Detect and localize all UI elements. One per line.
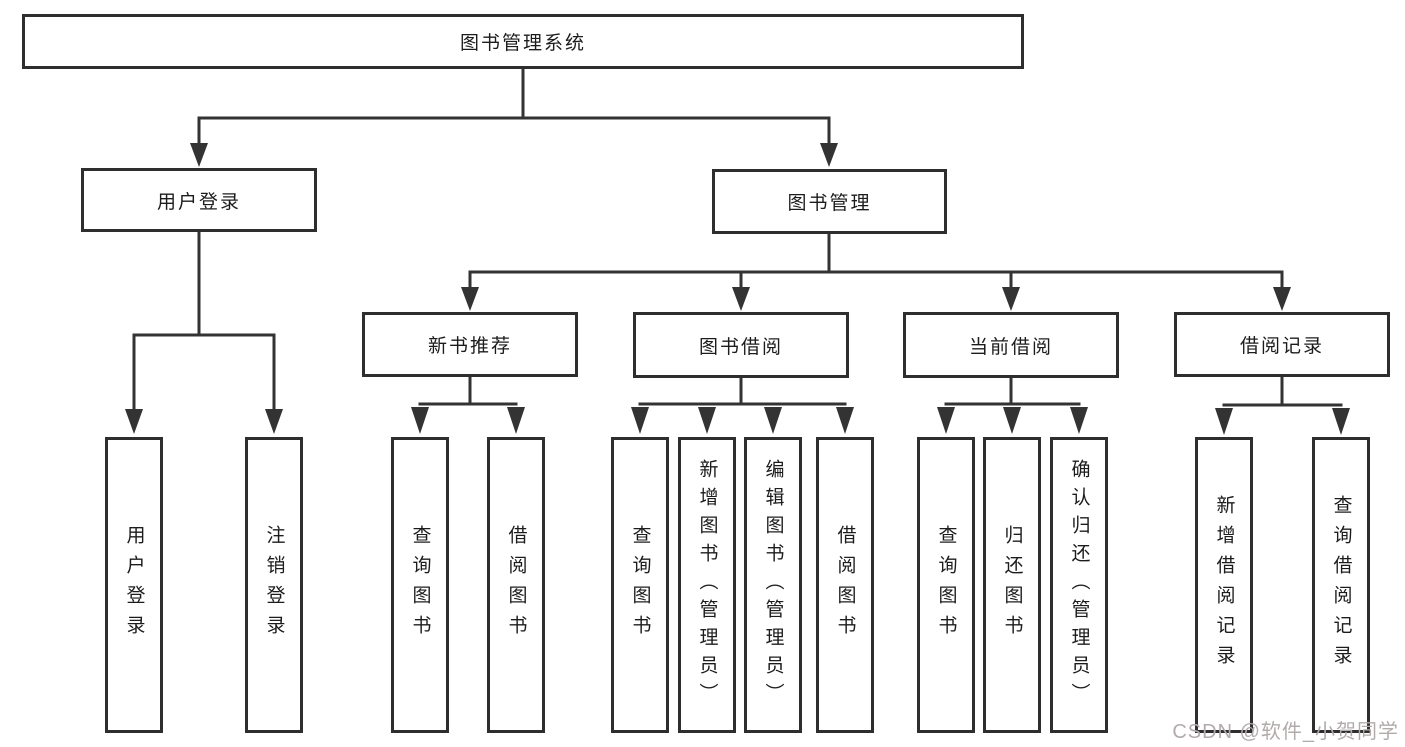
- leaf-user-login-label: 用户登录: [123, 525, 145, 645]
- node-current-borrow: 当前借阅: [903, 312, 1119, 378]
- leaf-cb-confirm-return-admin-label: 确认归还（管理员）: [1068, 459, 1090, 711]
- node-root-label: 图书管理系统: [459, 33, 586, 54]
- leaf-bb-query-book-label: 查询图书: [629, 525, 651, 645]
- node-borrow-record: 借阅记录: [1174, 312, 1390, 377]
- arrowheads: [125, 143, 1350, 435]
- leaf-bb-borrow-book-label: 借阅图书: [834, 525, 856, 645]
- leaf-bb-query-book: 查询图书: [611, 437, 669, 733]
- node-user-login: 用户登录: [81, 168, 317, 232]
- leaf-br-query-record-label: 查询借阅记录: [1330, 495, 1352, 675]
- leaf-br-add-record-label: 新增借阅记录: [1213, 495, 1235, 675]
- leaf-nb-query-book-label: 查询图书: [409, 525, 431, 645]
- leaf-user-login: 用户登录: [105, 437, 163, 733]
- node-new-book-recommend: 新书推荐: [362, 312, 578, 377]
- leaf-bb-edit-book-admin-label: 编辑图书（管理员）: [762, 459, 784, 711]
- node-book-borrow-label: 图书借阅: [698, 336, 783, 358]
- leaf-logout: 注销登录: [245, 437, 303, 733]
- node-book-borrow: 图书借阅: [633, 312, 849, 378]
- leaf-logout-label: 注销登录: [263, 525, 285, 645]
- leaf-bb-add-book-admin: 新增图书（管理员）: [678, 437, 736, 733]
- node-root: 图书管理系统: [22, 14, 1024, 69]
- node-user-login-label: 用户登录: [156, 191, 241, 213]
- leaf-bb-borrow-book: 借阅图书: [816, 437, 874, 733]
- node-book-management: 图书管理: [712, 169, 947, 234]
- leaf-bb-edit-book-admin: 编辑图书（管理员）: [744, 437, 802, 733]
- leaf-cb-return-book-label: 归还图书: [1001, 525, 1023, 645]
- leaf-nb-borrow-book: 借阅图书: [487, 437, 545, 733]
- node-book-management-label: 图书管理: [787, 193, 872, 214]
- leaf-bb-add-book-admin-label: 新增图书（管理员）: [696, 459, 718, 711]
- leaf-br-add-record: 新增借阅记录: [1195, 437, 1253, 733]
- node-new-book-recommend-label: 新书推荐: [427, 336, 512, 357]
- leaf-nb-query-book: 查询图书: [391, 437, 449, 733]
- node-current-borrow-label: 当前借阅: [968, 336, 1053, 358]
- leaf-cb-query-book-label: 查询图书: [935, 525, 957, 645]
- leaf-cb-confirm-return-admin: 确认归还（管理员）: [1050, 437, 1108, 733]
- node-borrow-record-label: 借阅记录: [1239, 336, 1324, 357]
- leaf-cb-return-book: 归还图书: [983, 437, 1041, 733]
- leaf-cb-query-book: 查询图书: [917, 437, 975, 733]
- leaf-br-query-record: 查询借阅记录: [1312, 437, 1370, 733]
- leaf-nb-borrow-book-label: 借阅图书: [505, 525, 527, 645]
